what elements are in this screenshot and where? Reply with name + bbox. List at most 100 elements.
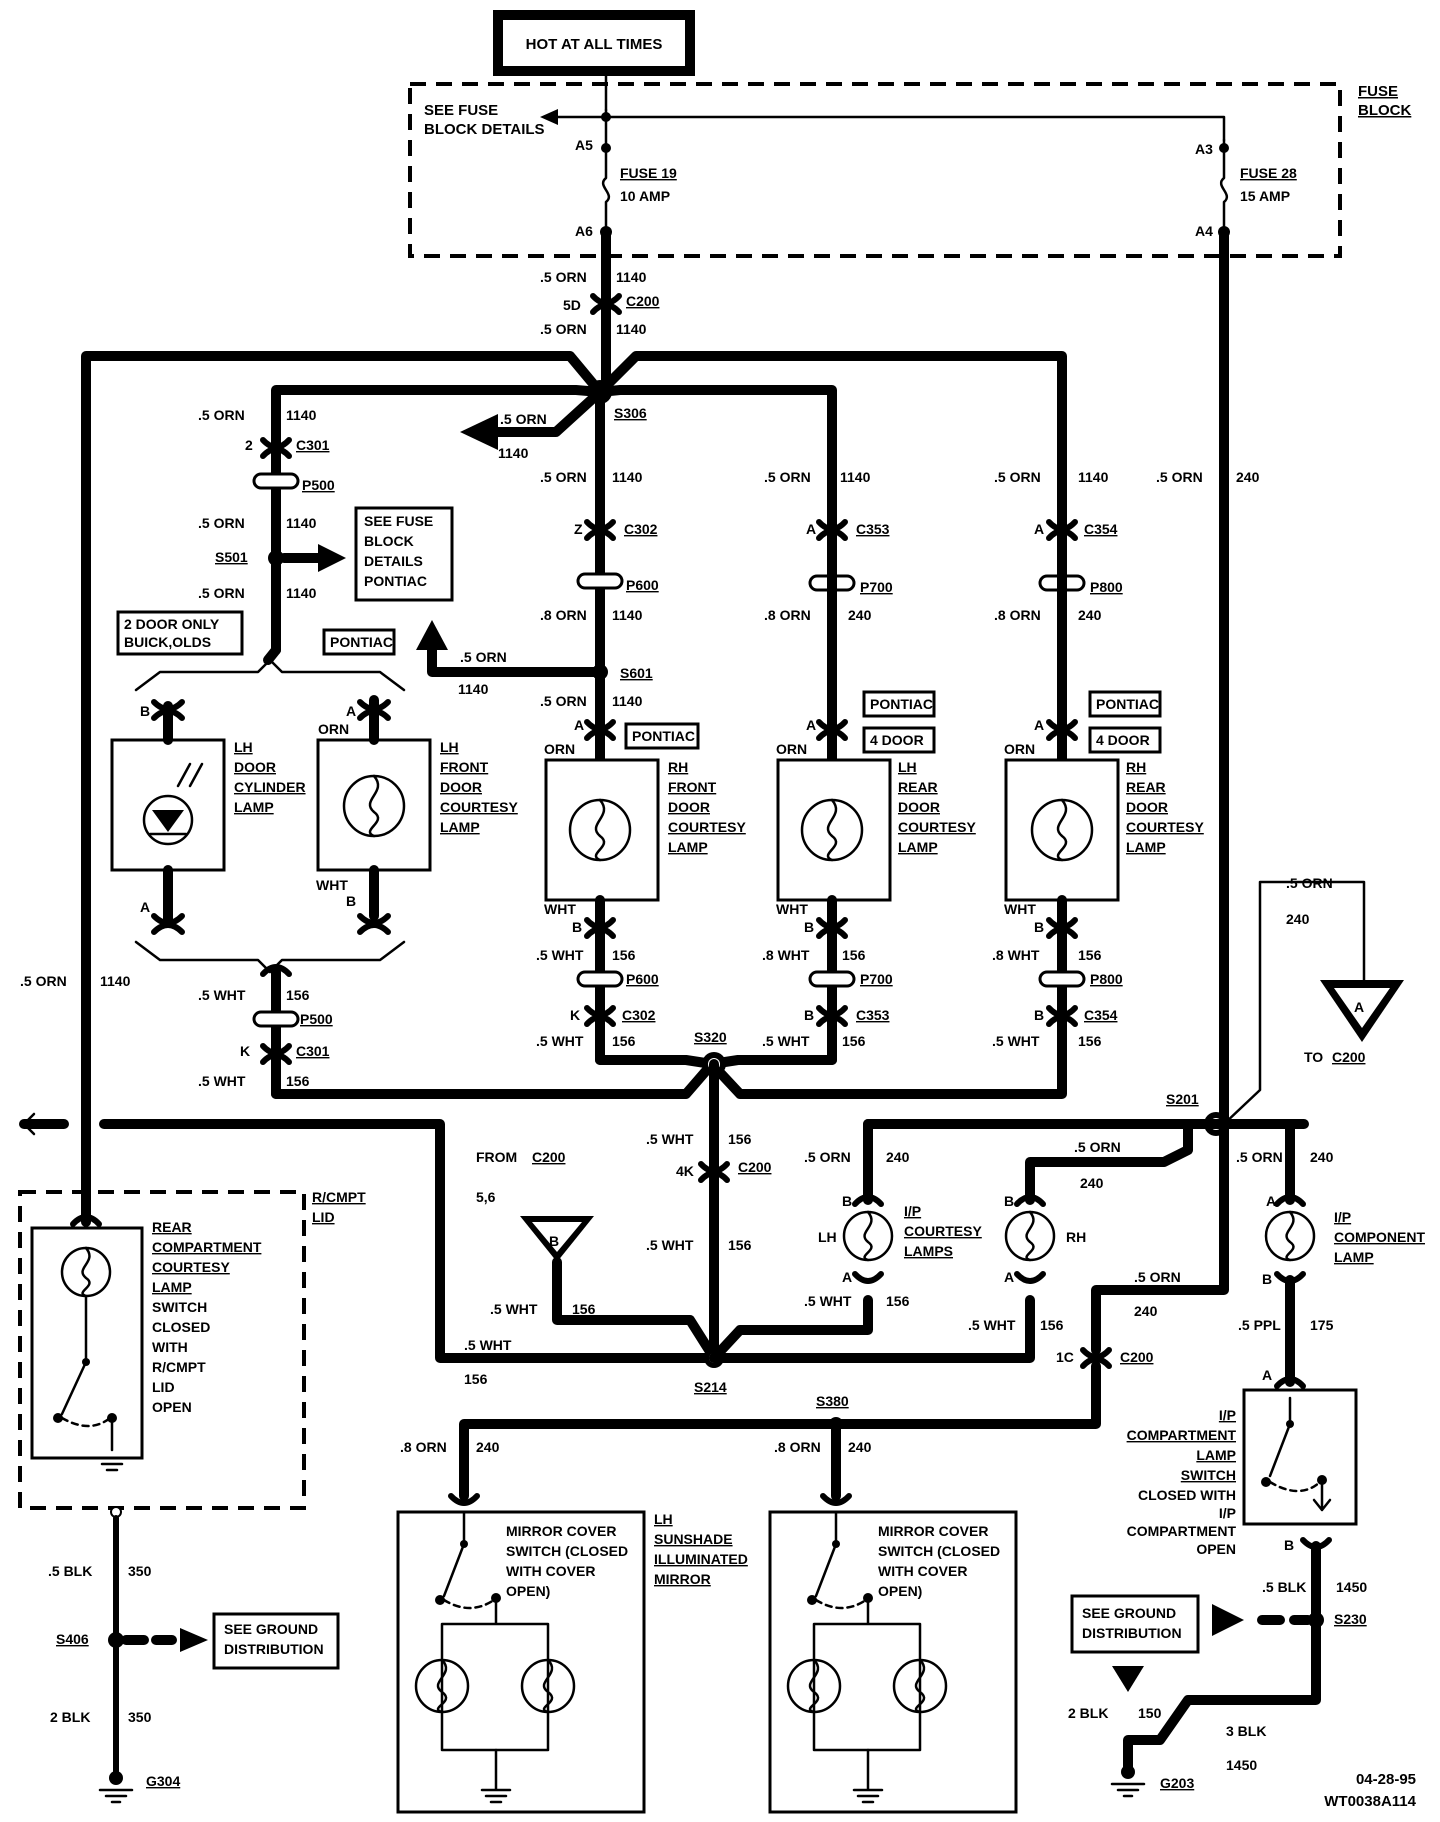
- svg-text:.5 PPL: .5 PPL: [1238, 1317, 1281, 1333]
- svg-text:SUNSHADE: SUNSHADE: [654, 1531, 733, 1547]
- svg-text:240: 240: [848, 1439, 872, 1455]
- svg-text:156: 156: [286, 1073, 310, 1089]
- hot-at-all-times-box: HOT AT ALL TIMES: [493, 10, 695, 76]
- svg-text:WITH: WITH: [152, 1339, 188, 1355]
- svg-text:S601: S601: [620, 665, 653, 681]
- svg-text:.5 BLK: .5 BLK: [48, 1563, 92, 1579]
- svg-text:.5 WHT: .5 WHT: [762, 1033, 810, 1049]
- svg-text:175: 175: [1310, 1317, 1334, 1333]
- rear-compartment-courtesy-lamp: R/CMPT LID REAR COMPARTMENT COURTESY LAM…: [18, 1189, 366, 1510]
- ip-compartment-lamp-switch: A B I/P COMPARTMENT LAMP SWITCH CLOSED W…: [1127, 1367, 1358, 1557]
- svg-text:SEE FUSE: SEE FUSE: [364, 513, 433, 529]
- svg-text:B: B: [572, 919, 582, 935]
- svg-text:SWITCH (CLOSED: SWITCH (CLOSED: [506, 1543, 628, 1559]
- svg-text:LAMP: LAMP: [234, 799, 274, 815]
- svg-text:15 AMP: 15 AMP: [1240, 188, 1290, 204]
- svg-text:156: 156: [612, 947, 636, 963]
- svg-text:MIRROR: MIRROR: [654, 1571, 711, 1587]
- svg-text:A: A: [1004, 1269, 1014, 1285]
- svg-text:1140: 1140: [616, 321, 647, 337]
- svg-text:TO: TO: [1304, 1049, 1323, 1065]
- svg-text:1140: 1140: [612, 469, 643, 485]
- rh-sunshade-mirror: MIRROR COVER SWITCH (CLOSED WITH COVER O…: [768, 1493, 1018, 1814]
- svg-text:1140: 1140: [612, 693, 643, 709]
- svg-text:10 AMP: 10 AMP: [620, 188, 670, 204]
- svg-text:DOOR: DOOR: [898, 799, 940, 815]
- see-fuse-pontiac-note: [354, 506, 454, 602]
- svg-text:S230: S230: [1334, 1611, 1367, 1627]
- svg-text:240: 240: [1310, 1149, 1334, 1165]
- svg-text:1140: 1140: [458, 681, 489, 697]
- svg-text:K: K: [570, 1007, 580, 1023]
- svg-text:C302: C302: [622, 1007, 656, 1023]
- svg-text:SWITCH: SWITCH: [152, 1299, 207, 1315]
- svg-text:S320: S320: [694, 1029, 727, 1045]
- svg-text:PONTIAC: PONTIAC: [330, 634, 393, 650]
- svg-text:I/P: I/P: [904, 1203, 921, 1219]
- svg-text:240: 240: [1078, 607, 1102, 623]
- svg-text:COMPARTMENT: COMPARTMENT: [1127, 1427, 1237, 1443]
- svg-text:.5 ORN: .5 ORN: [500, 411, 547, 427]
- svg-text:.5 ORN: .5 ORN: [540, 469, 587, 485]
- ip-courtesy-lamps: B LH A .5 WHT 156 I/P COURTESY LAMPS B R…: [804, 1193, 1086, 1333]
- svg-text:C354: C354: [1084, 521, 1118, 537]
- s380-splice: [829, 1417, 843, 1431]
- svg-text:C353: C353: [856, 1007, 890, 1023]
- svg-text:.5 WHT: .5 WHT: [198, 1073, 246, 1089]
- svg-text:BUICK,OLDS: BUICK,OLDS: [124, 634, 211, 650]
- svg-text:.5 ORN: .5 ORN: [994, 469, 1041, 485]
- svg-text:C200: C200: [738, 1159, 772, 1175]
- svg-text:.8 WHT: .8 WHT: [992, 947, 1040, 963]
- svg-text:1C: 1C: [1056, 1349, 1074, 1365]
- svg-text:C200: C200: [626, 293, 660, 309]
- svg-text:OPEN): OPEN): [506, 1583, 550, 1599]
- svg-text:.8 ORN: .8 ORN: [400, 1439, 447, 1455]
- svg-text:1450: 1450: [1336, 1579, 1367, 1595]
- svg-text:MIRROR COVER: MIRROR COVER: [878, 1523, 988, 1539]
- svg-text:2 DOOR ONLY: 2 DOOR ONLY: [124, 616, 220, 632]
- svg-text:C302: C302: [624, 521, 658, 537]
- svg-text:G304: G304: [146, 1773, 180, 1789]
- svg-text:COMPARTMENT: COMPARTMENT: [152, 1239, 262, 1255]
- svg-text:G203: G203: [1160, 1775, 1194, 1791]
- svg-text:.5 WHT: .5 WHT: [536, 947, 584, 963]
- svg-text:REAR: REAR: [152, 1219, 192, 1235]
- svg-text:4 DOOR: 4 DOOR: [870, 732, 924, 748]
- svg-text:LAMP: LAMP: [1196, 1447, 1236, 1463]
- svg-text:LAMP: LAMP: [152, 1279, 192, 1295]
- svg-text:CYLINDER: CYLINDER: [234, 779, 306, 795]
- svg-text:1140: 1140: [100, 973, 131, 989]
- figure-code: WT0038A114: [1324, 1793, 1416, 1810]
- svg-text:S201: S201: [1166, 1091, 1199, 1107]
- svg-text:2 BLK: 2 BLK: [50, 1709, 90, 1725]
- svg-text:1140: 1140: [286, 407, 317, 423]
- svg-text:3 BLK: 3 BLK: [1226, 1723, 1266, 1739]
- svg-text:150: 150: [1138, 1705, 1162, 1721]
- svg-text:240: 240: [476, 1439, 500, 1455]
- svg-text:P600: P600: [626, 971, 659, 987]
- svg-text:LAMP: LAMP: [668, 839, 708, 855]
- svg-text:B: B: [804, 1007, 814, 1023]
- svg-text:.5 ORN: .5 ORN: [1286, 875, 1333, 891]
- svg-text:240: 240: [1286, 911, 1310, 927]
- svg-text:C200: C200: [1120, 1349, 1154, 1365]
- svg-text:SEE GROUND: SEE GROUND: [224, 1621, 318, 1637]
- svg-text:WHT: WHT: [544, 901, 576, 917]
- svg-text:B: B: [1034, 919, 1044, 935]
- svg-text:P600: P600: [626, 577, 659, 593]
- svg-text:K: K: [240, 1043, 250, 1059]
- hot-label: HOT AT ALL TIMES: [526, 36, 663, 53]
- svg-text:B: B: [1004, 1193, 1014, 1209]
- svg-text:B: B: [346, 893, 356, 909]
- svg-text:PONTIAC: PONTIAC: [364, 573, 427, 589]
- svg-text:BLOCK: BLOCK: [364, 533, 414, 549]
- door-only-note: [116, 610, 244, 656]
- svg-text:LH: LH: [654, 1511, 673, 1527]
- svg-text:156: 156: [612, 1033, 636, 1049]
- svg-text:COURTESY: COURTESY: [152, 1259, 230, 1275]
- svg-text:B: B: [804, 919, 814, 935]
- svg-text:A: A: [1266, 1193, 1276, 1209]
- svg-text:RH: RH: [1066, 1229, 1086, 1245]
- svg-text:240: 240: [1236, 469, 1260, 485]
- svg-text:PONTIAC: PONTIAC: [870, 696, 933, 712]
